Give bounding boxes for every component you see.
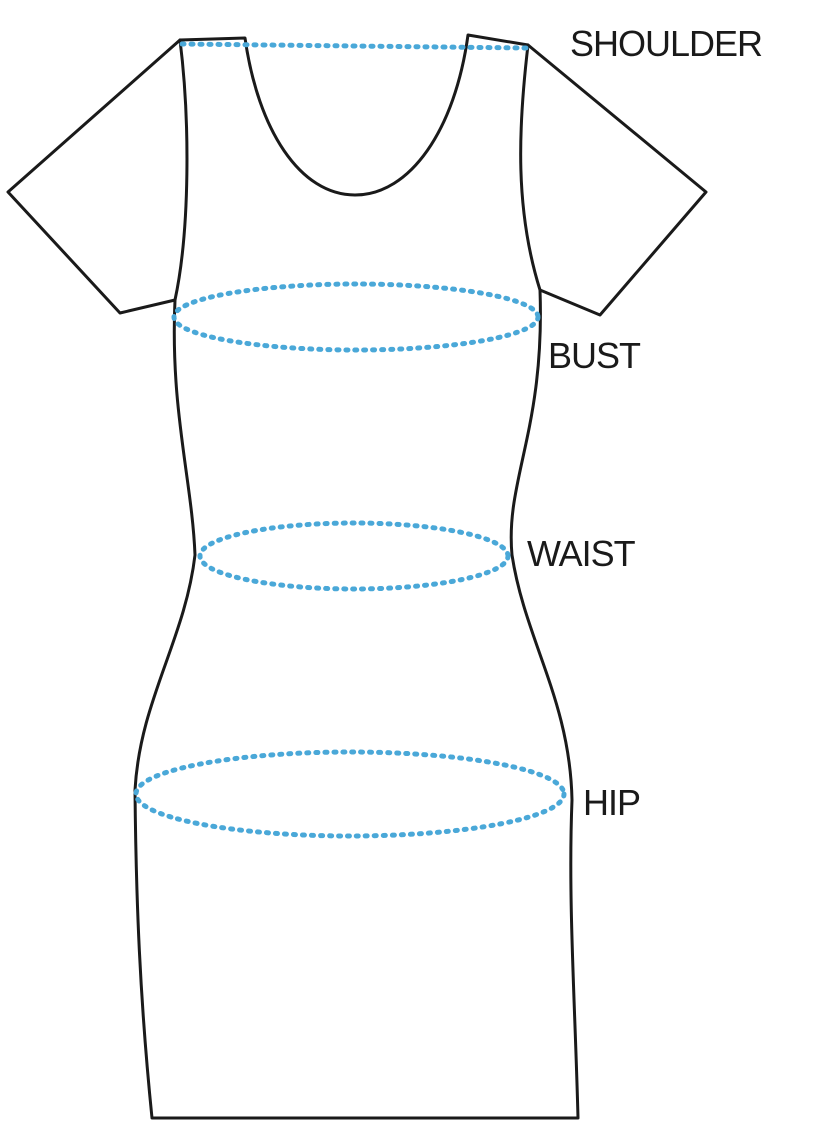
shoulder-label: SHOULDER xyxy=(570,23,762,64)
bust-label: BUST xyxy=(548,335,641,376)
waist-measure-ellipse xyxy=(197,520,511,592)
shoulder-measure-line xyxy=(179,41,529,51)
hip-label: HIP xyxy=(583,782,640,823)
dress-outline xyxy=(133,33,580,1120)
bust-measure-ellipse xyxy=(171,281,541,353)
right-sleeve-outline xyxy=(526,43,708,317)
left-sleeve-outline xyxy=(6,38,182,315)
waist-label: WAIST xyxy=(527,533,636,574)
hip-measure-ellipse xyxy=(133,749,567,839)
